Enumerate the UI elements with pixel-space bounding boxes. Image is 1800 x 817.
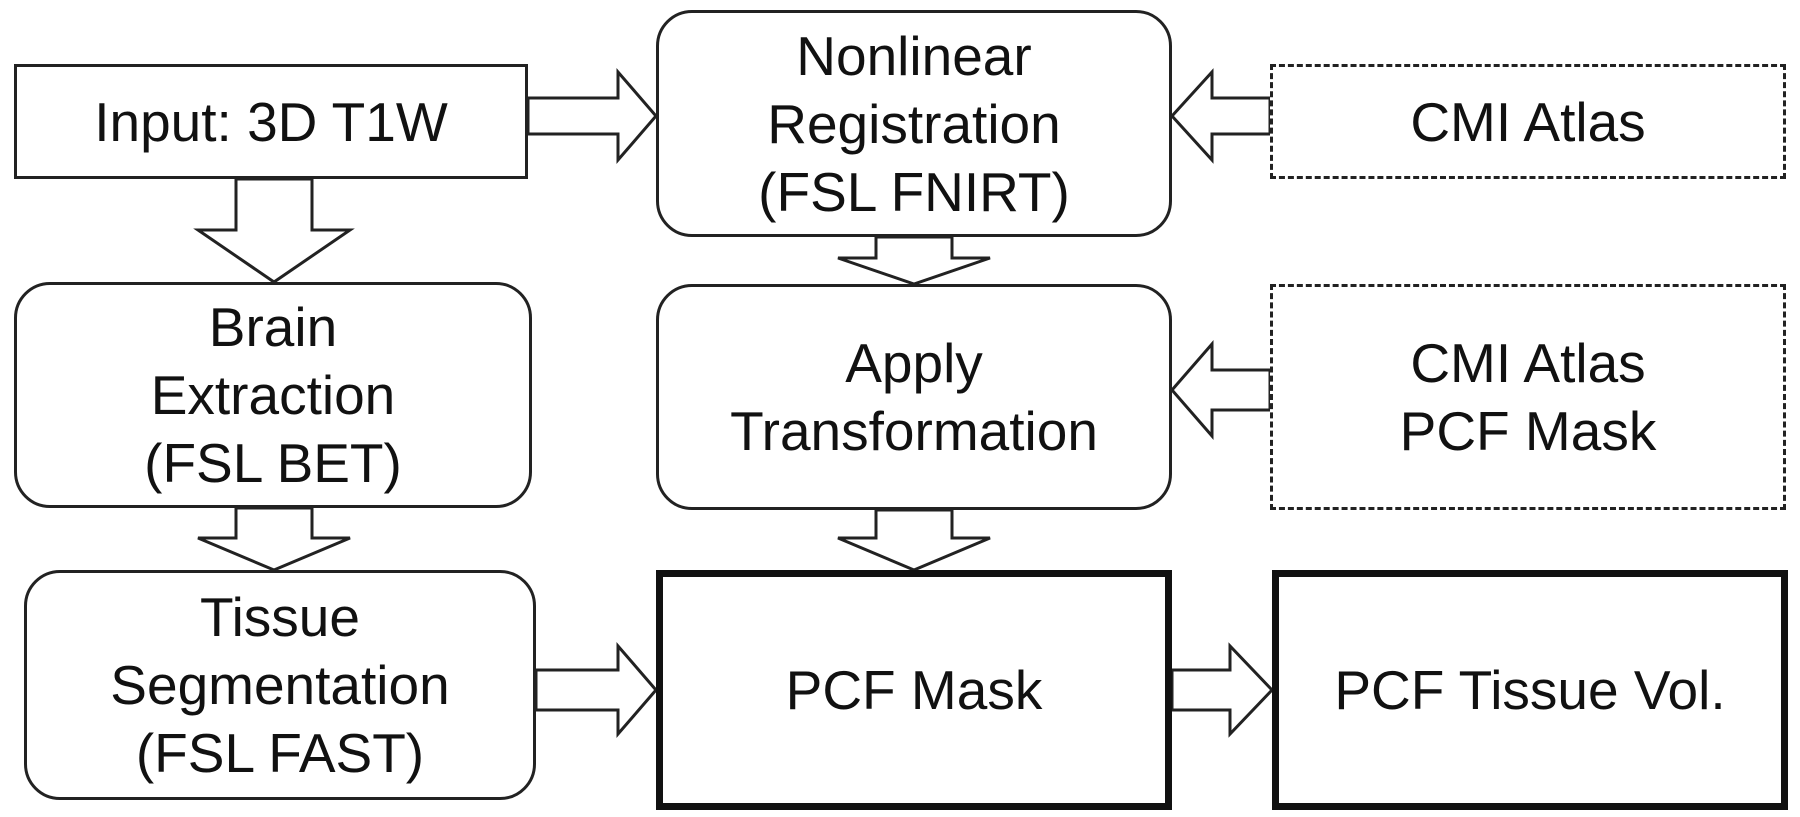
- arrow-input-to-registration: [526, 67, 658, 165]
- atlas-label: CMI Atlas: [1410, 90, 1646, 153]
- tissue-volume-label: PCF Tissue Vol.: [1334, 659, 1726, 721]
- arrow-tissue-segmentation-to-pcf-mask: [534, 641, 658, 739]
- apply-transformation-label: Apply Transformation: [730, 332, 1098, 462]
- registration-box: Nonlinear Registration (FSL FNIRT): [656, 10, 1172, 237]
- brain-extraction-label: Brain Extraction (FSL BET): [144, 296, 402, 494]
- pcf-mask-label: PCF Mask: [785, 659, 1043, 721]
- input-label: Input: 3D T1W: [94, 90, 448, 153]
- tissue-volume-box: PCF Tissue Vol.: [1272, 570, 1788, 810]
- atlas-box: CMI Atlas: [1270, 64, 1786, 179]
- tissue-segmentation-box: Tissue Segmentation (FSL FAST): [24, 570, 536, 800]
- arrow-brain-extraction-to-tissue-segmentation: [197, 506, 351, 572]
- atlas-mask-box: CMI Atlas PCF Mask: [1270, 284, 1786, 510]
- registration-label: Nonlinear Registration (FSL FNIRT): [758, 24, 1070, 223]
- arrow-atlas-to-registration: [1169, 68, 1272, 164]
- atlas-mask-label: CMI Atlas PCF Mask: [1399, 332, 1657, 462]
- brain-extraction-box: Brain Extraction (FSL BET): [14, 282, 532, 508]
- tissue-segmentation-label: Tissue Segmentation (FSL FAST): [110, 586, 450, 784]
- pcf-mask-box: PCF Mask: [656, 570, 1172, 810]
- arrow-pcf-mask-to-tissue-volume: [1170, 642, 1275, 738]
- arrow-registration-to-apply-transformation: [837, 235, 991, 286]
- arrow-atlas-mask-to-apply-transformation: [1170, 339, 1272, 441]
- arrow-apply-transformation-to-pcf-mask: [837, 508, 991, 572]
- input-box: Input: 3D T1W: [14, 64, 528, 179]
- arrow-input-to-brain-extraction: [193, 177, 355, 284]
- apply-transformation-box: Apply Transformation: [656, 284, 1172, 510]
